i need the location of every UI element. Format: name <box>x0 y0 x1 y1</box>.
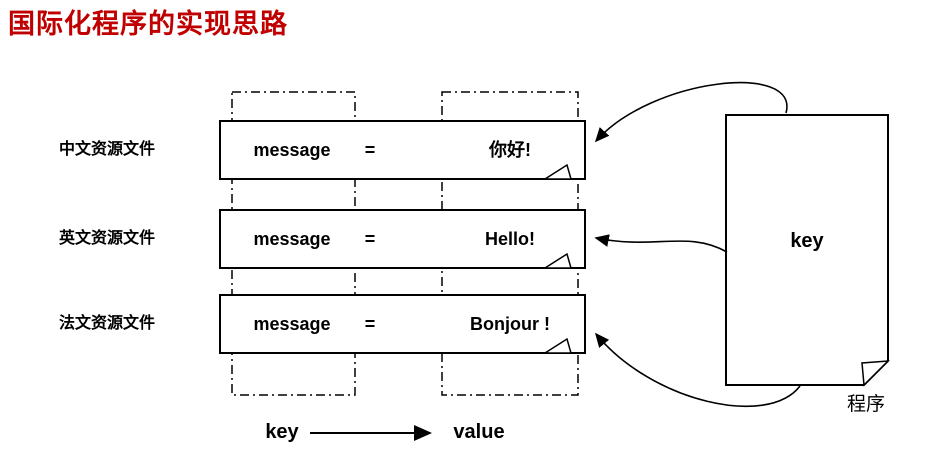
arrow-to-french-file <box>594 332 801 408</box>
row-label-chinese: 中文资源文件 <box>58 141 155 158</box>
arrow-to-chinese-file <box>594 81 788 143</box>
page-curl-icon <box>542 337 572 354</box>
box-value-chinese: 你好! <box>489 140 531 160</box>
box-equals-french: = <box>364 314 376 334</box>
page-title: 国际化程序的实现思路 <box>8 9 288 39</box>
legend-value-label: value <box>453 421 505 443</box>
arrow-to-english-file <box>594 234 728 253</box>
program-caption: 程序 <box>846 394 885 415</box>
box-equals-english: = <box>364 229 376 249</box>
row-label-english: 英文资源文件 <box>58 230 155 247</box>
program-key-label: key <box>790 230 824 252</box>
legend-key-label: key <box>265 421 299 443</box>
box-value-french: Bonjour ! <box>470 314 550 334</box>
page-curl-icon <box>542 163 572 180</box>
row-label-french: 法文资源文件 <box>58 315 155 332</box>
box-value-english: Hello! <box>484 229 535 249</box>
page-curl-icon <box>542 252 572 269</box>
program-document <box>725 114 890 387</box>
page-fold-icon <box>861 360 890 387</box>
resource-file-box-french <box>219 294 586 354</box>
resource-file-box-chinese <box>219 120 586 180</box>
resource-file-box-english <box>219 209 586 269</box>
box-key-english: message <box>253 229 331 249</box>
box-key-chinese: message <box>253 140 331 160</box>
box-key-french: message <box>253 314 331 334</box>
box-equals-chinese: = <box>364 140 376 160</box>
